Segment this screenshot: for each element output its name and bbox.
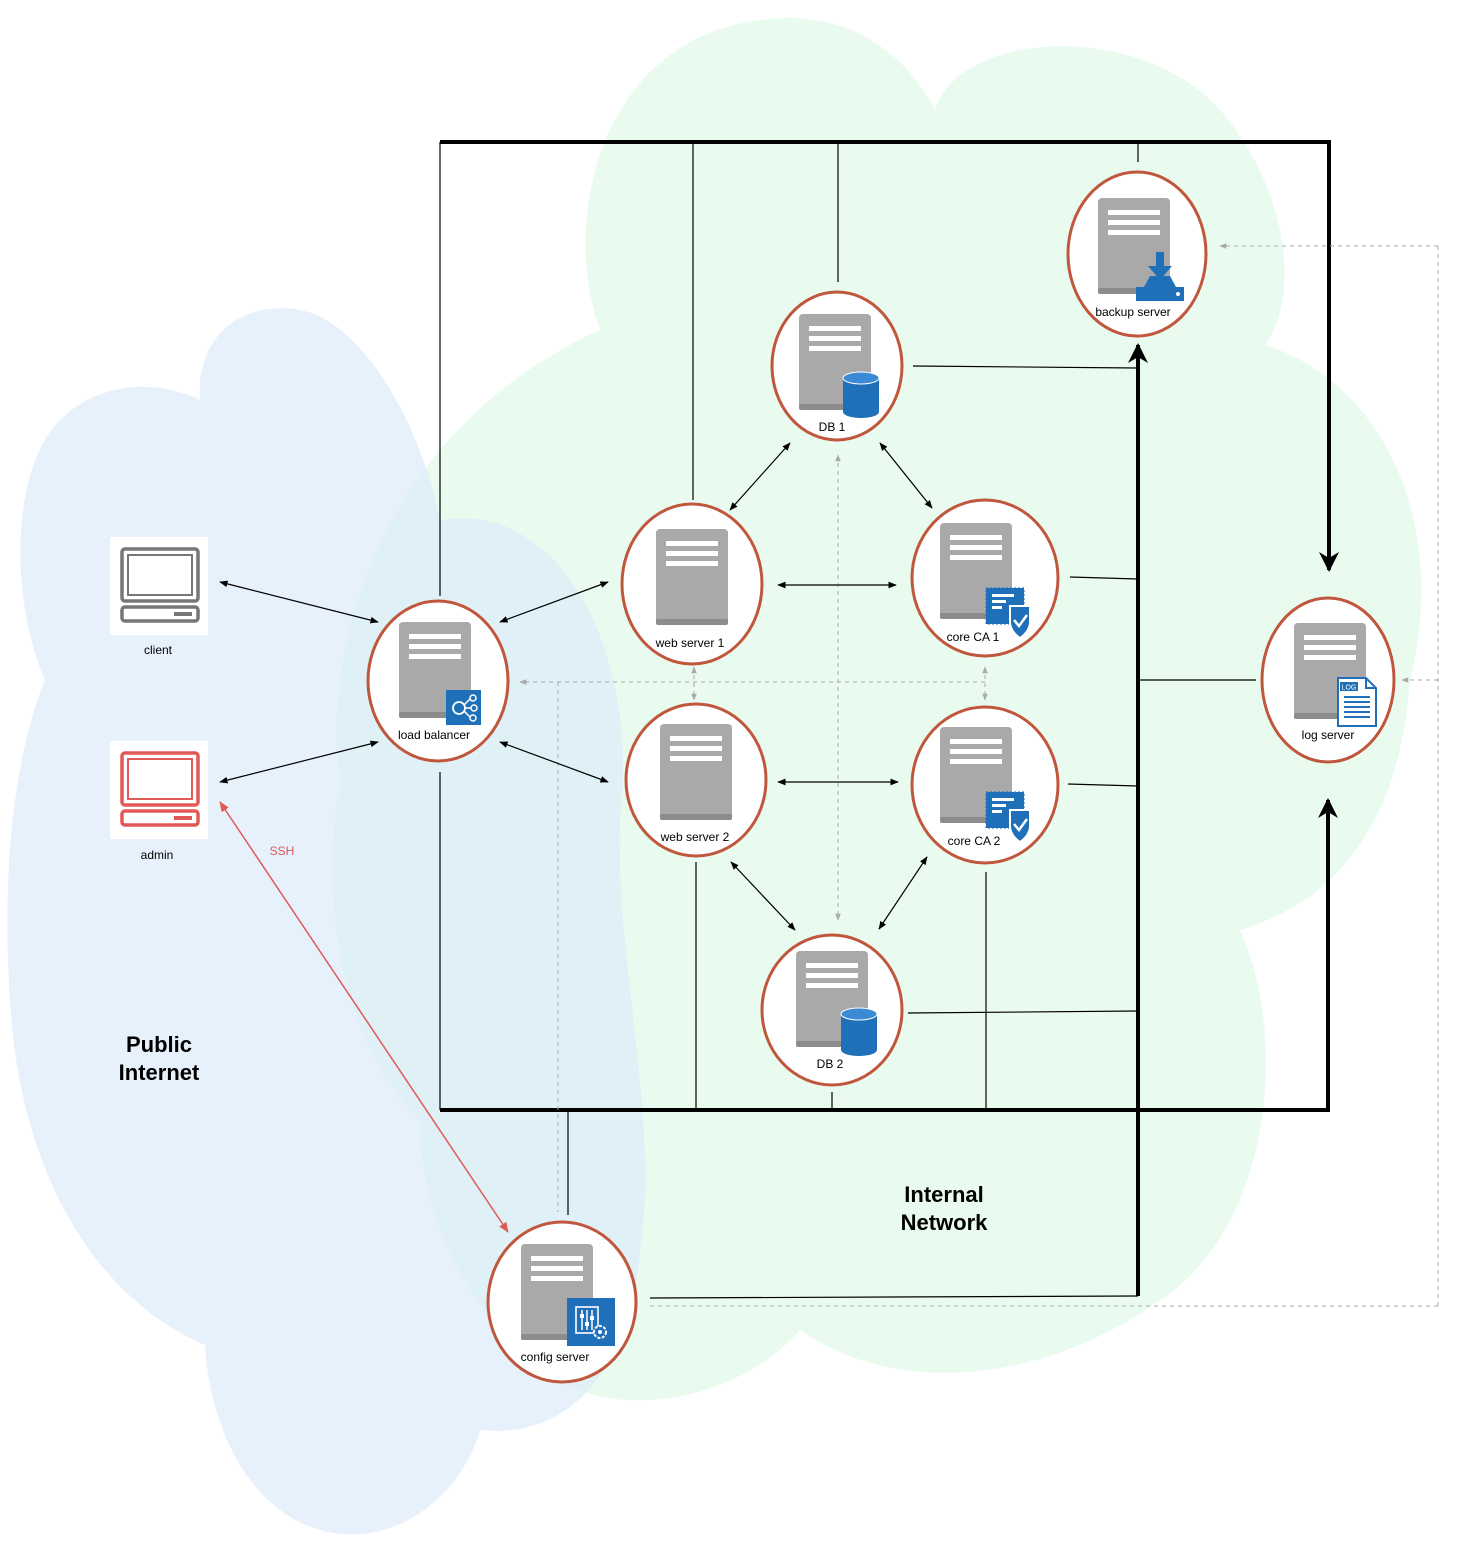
admin-node[interactable]: admin	[108, 739, 210, 862]
database-icon	[842, 371, 880, 418]
server-icon	[656, 529, 728, 625]
public-zone-title-line1: Public	[126, 1032, 192, 1057]
internal-zone-title-line1: Internal	[904, 1182, 983, 1207]
log-server-label: log server	[1302, 728, 1355, 742]
log-server-node[interactable]: LOG log server	[1260, 596, 1396, 764]
web-server-1-label: web server 1	[655, 636, 725, 650]
computer-icon	[108, 535, 210, 637]
backup-download-icon	[1136, 252, 1184, 301]
server-icon	[660, 724, 732, 820]
admin-label: admin	[141, 848, 174, 862]
db-2-node[interactable]: DB 2	[760, 933, 904, 1087]
ssh-label: SSH	[270, 844, 295, 858]
backup-server-label: backup server	[1095, 305, 1170, 319]
db-1-node[interactable]: DB 1	[770, 290, 904, 442]
certificate-icon	[985, 587, 1031, 640]
web-server-1-node[interactable]: web server 1	[620, 502, 764, 666]
bottom-backbone	[440, 798, 1338, 1112]
core-ca-2-label: core CA 2	[948, 834, 1001, 848]
log-badge: LOG	[1342, 685, 1357, 692]
database-icon	[840, 1007, 878, 1056]
web-server-2-label: web server 2	[660, 830, 730, 844]
core-ca-1-label: core CA 1	[947, 630, 1000, 644]
internal-zone-title-line2: Network	[901, 1210, 989, 1235]
load-balancer-node[interactable]: load balancer	[366, 599, 510, 763]
db-1-label: DB 1	[819, 420, 846, 434]
public-zone-title-line2: Internet	[119, 1060, 200, 1085]
config-server-node[interactable]: config server	[486, 1220, 638, 1384]
computer-icon	[108, 739, 210, 841]
db-2-label: DB 2	[817, 1057, 844, 1071]
thin-connector-lines	[439, 142, 1256, 1299]
ssh-arrow	[219, 801, 509, 1233]
top-backbone	[440, 140, 1339, 572]
certificate-icon	[985, 791, 1031, 844]
client-node[interactable]: client	[108, 535, 210, 657]
web-server-2-node[interactable]: web server 2	[624, 702, 768, 858]
client-label: client	[144, 643, 173, 657]
core-ca-1-node[interactable]: core CA 1	[910, 498, 1060, 658]
load-balancer-icon	[446, 690, 481, 725]
log-document-icon: LOG	[1337, 677, 1377, 727]
core-ca-2-node[interactable]: core CA 2	[910, 705, 1060, 865]
bidirectional-arrows	[219, 442, 933, 931]
load-balancer-label: load balancer	[398, 728, 470, 742]
config-settings-icon	[567, 1298, 615, 1346]
config-server-label: config server	[521, 1350, 590, 1364]
ssh-connection: SSH	[219, 801, 509, 1233]
backbone-lines	[440, 140, 1339, 1296]
backup-server-node[interactable]: backup server	[1066, 170, 1208, 338]
